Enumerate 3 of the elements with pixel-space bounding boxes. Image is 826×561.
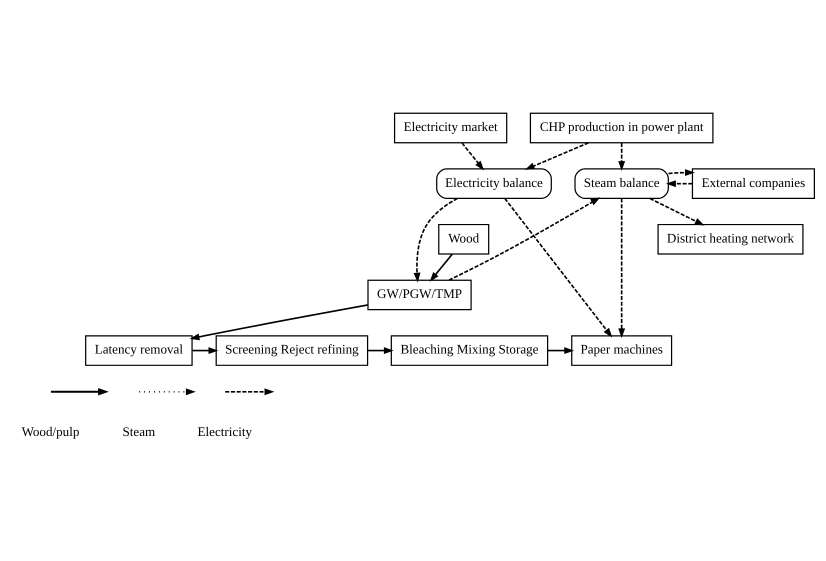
legend-label: Steam bbox=[122, 424, 156, 440]
legend-label: Wood/pulp bbox=[22, 424, 80, 440]
legend-label: Electricity bbox=[198, 424, 252, 440]
